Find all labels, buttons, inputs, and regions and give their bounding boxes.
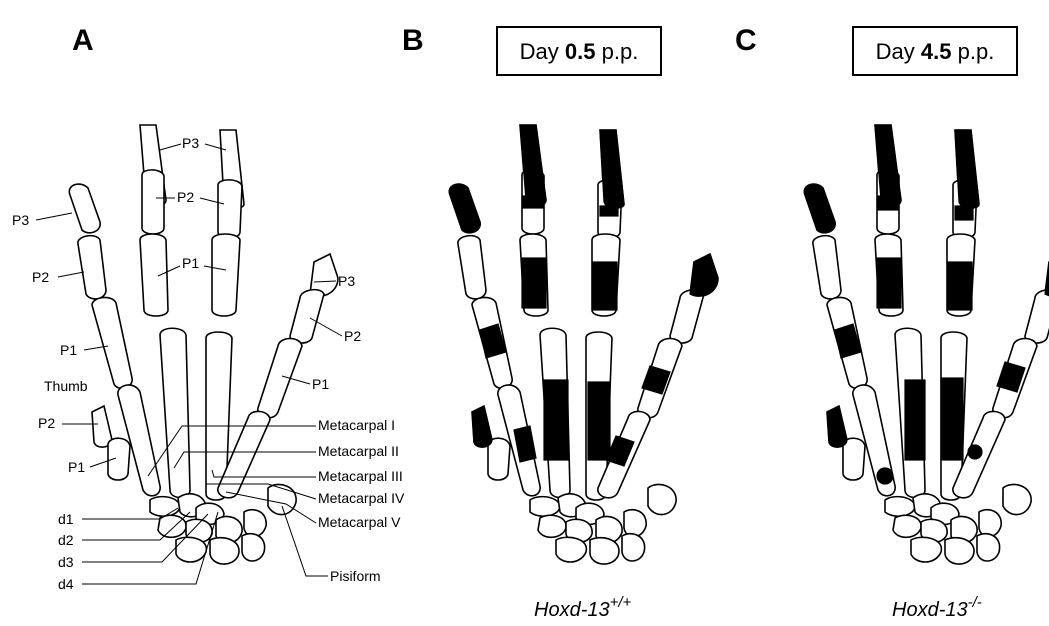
label-metacarpal-i: Metacarpal I <box>318 417 395 433</box>
panel-b-letter: B <box>402 24 424 57</box>
panel-c-letter: C <box>735 24 757 57</box>
label-p1-mid: P1 <box>182 255 199 271</box>
genotype-label-c: Hoxd-13-/- <box>892 594 982 621</box>
label-thumb: Thumb <box>44 378 88 394</box>
label-metacarpal-iii: Metacarpal III <box>318 468 403 484</box>
label-p2-left: P2 <box>32 269 49 285</box>
label-p1-thumb: P1 <box>68 459 85 475</box>
label-d4: d4 <box>58 576 74 592</box>
label-d2: d2 <box>58 532 74 548</box>
label-p2-mid: P2 <box>177 189 194 205</box>
label-metacarpal-iv: Metacarpal IV <box>318 490 405 506</box>
label-p1-right: P1 <box>312 376 329 392</box>
panel-b-hand-diagram <box>449 125 718 564</box>
svg-text:Day 0.5 p.p.: Day 0.5 p.p. <box>520 39 639 64</box>
label-p2-thumb: P2 <box>38 415 55 431</box>
label-p3-left: P3 <box>12 212 29 228</box>
stage-box-b: Day 0.5 p.p. <box>497 27 661 75</box>
panel-a-letter: A <box>72 24 94 57</box>
label-p2-right: P2 <box>344 328 361 344</box>
stage-box-c: Day 4.5 p.p. <box>853 27 1017 75</box>
label-metacarpal-v: Metacarpal V <box>318 514 401 530</box>
label-pisiform: Pisiform <box>330 568 381 584</box>
svg-text:Day 4.5 p.p.: Day 4.5 p.p. <box>876 39 995 64</box>
label-p3-mid: P3 <box>182 135 199 151</box>
label-d3: d3 <box>58 554 74 570</box>
label-p3-right: P3 <box>338 273 355 289</box>
label-d1: d1 <box>58 511 74 527</box>
panel-a-hand-diagram <box>69 125 338 564</box>
genotype-label-b: Hoxd-13+/+ <box>534 594 632 621</box>
label-p1-left: P1 <box>60 342 77 358</box>
panel-c-hand-diagram <box>804 125 1049 564</box>
label-metacarpal-ii: Metacarpal II <box>318 443 399 459</box>
